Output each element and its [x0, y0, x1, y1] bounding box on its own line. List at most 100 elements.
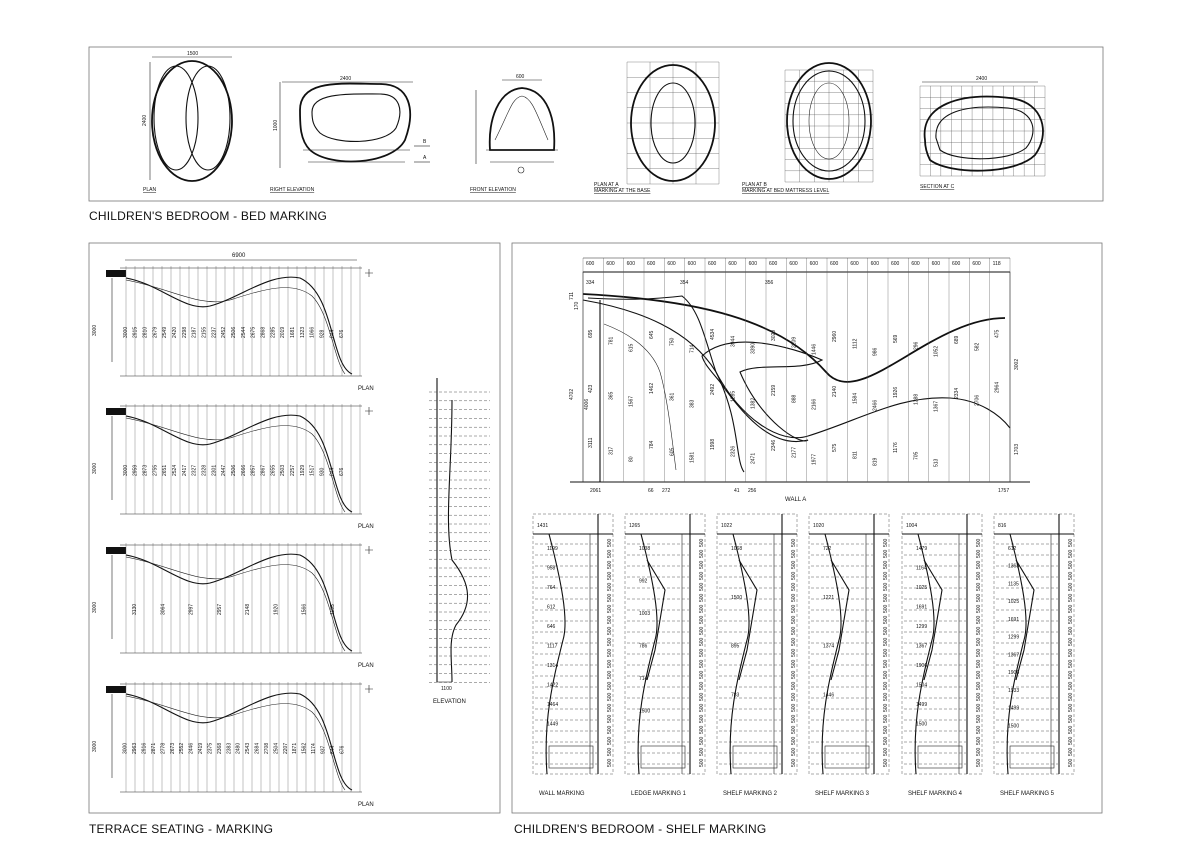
shelf-grid-dim: 500	[607, 538, 613, 547]
terrace-reading: 2997	[189, 604, 195, 615]
shelf-grid-dim: 500	[607, 714, 613, 723]
shelf-reading: 612	[547, 605, 556, 611]
shelf-grid-dim: 500	[699, 659, 705, 668]
wall-reading: 645	[649, 330, 655, 339]
shelf-grid-dim: 500	[699, 549, 705, 558]
shelf-grid-dim: 500	[699, 615, 705, 624]
shelf-grid-dim: 500	[699, 582, 705, 591]
terrace-reading: 2187	[192, 327, 198, 338]
terrace-overall-dim: 6900	[232, 253, 246, 259]
wall-reading: 2334	[954, 388, 960, 399]
shelf-grid-dim: 500	[607, 582, 613, 591]
shelf-base-block	[824, 745, 870, 769]
wall-reading: 1926	[893, 387, 899, 398]
shelf-reading: 722	[823, 546, 832, 552]
shelf-grid-dim: 500	[607, 725, 613, 734]
terrace-reading: 2417	[182, 465, 188, 476]
shelf-grid-dim: 500	[607, 681, 613, 690]
terrace-reading: 2673	[170, 743, 176, 754]
shelf-grid-dim: 500	[883, 637, 889, 646]
shelf-grid-dim: 500	[791, 615, 797, 624]
shelf-top-reading: 1431	[537, 523, 548, 529]
terrace-reading: 937	[320, 745, 326, 754]
shelf-grid-dim: 500	[791, 549, 797, 558]
bed-front-elevation-view: 600 FRONT ELEVATION	[470, 74, 558, 193]
shelf-section-title: CHILDREN'S BEDROOM - SHELF MARKING	[514, 822, 766, 836]
shelf-grid-dim: 500	[791, 747, 797, 756]
wall-top-mark: 334	[586, 280, 595, 286]
terrace-reading: 2868	[260, 327, 266, 338]
shelf-grid-dim: 500	[976, 681, 982, 690]
shelf-grid-dim: 500	[791, 714, 797, 723]
shelf-ledge-profile	[923, 559, 943, 681]
shelf-reading: 1221	[823, 595, 834, 601]
shelf-grid-dim: 500	[1068, 560, 1074, 569]
wall-top-dim: 600	[810, 261, 819, 267]
terrace-elevation-label: ELEVATION	[433, 699, 466, 705]
shelf-grid-dim: 500	[791, 758, 797, 767]
terrace-reading: 2549	[162, 327, 168, 338]
shelf-reading: 1500	[639, 709, 650, 715]
shelf-grid-dim: 500	[607, 626, 613, 635]
shelf-grid-dim: 500	[883, 659, 889, 668]
shelf-grid-dim: 500	[607, 670, 613, 679]
shelf-grid-dim: 500	[699, 725, 705, 734]
wall-reading: 781	[608, 336, 614, 345]
shelf-grid-dim: 500	[1068, 604, 1074, 613]
wall-reading: 582	[974, 342, 980, 351]
wall-reading: 1446	[812, 344, 818, 355]
wall-reading: 1462	[649, 383, 655, 394]
wall-reading: 2706	[974, 395, 980, 406]
shelf-reading: 958	[547, 566, 556, 572]
wall-top-dim: 600	[749, 261, 758, 267]
wall-reading: 615	[629, 343, 635, 352]
terrace-reading: 2375	[207, 743, 213, 754]
shelf-grid-dim: 500	[1068, 736, 1074, 745]
bed-plan-a-caption: PLAN AT A	[594, 182, 619, 188]
terrace-reading: 1871	[292, 743, 298, 754]
wall-top-dim: 600	[586, 261, 595, 267]
terrace-reading: 2506	[231, 465, 237, 476]
shelf-grid-dim: 500	[1068, 747, 1074, 756]
wall-bottom-mark: 272	[662, 488, 671, 494]
shelf-grid-dim: 500	[699, 560, 705, 569]
wall-bottom-mark: 41	[734, 488, 740, 494]
shelf-base-block	[917, 745, 963, 769]
bed-plan-b-caption: PLAN AT B	[742, 182, 767, 188]
shelf-label: SHELF MARKING 3	[815, 791, 870, 797]
shelf-grid-dim: 500	[1068, 692, 1074, 701]
shelf-grid-dim: 500	[976, 725, 982, 734]
shelf-grid-dim: 500	[976, 538, 982, 547]
shelf-grid-dim: 500	[699, 758, 705, 767]
shelf-reading: 1299	[916, 624, 927, 630]
terrace-reading: 2524	[172, 465, 178, 476]
shelf-grid-dim: 500	[699, 637, 705, 646]
terrace-reading: 2857	[251, 465, 257, 476]
shelf-reading: 1500	[1008, 723, 1019, 729]
wall-reading: 296	[913, 341, 919, 350]
wall-reading: 365	[608, 391, 614, 400]
shelf-reading: 1199	[547, 546, 558, 552]
shelf-grid-dim: 500	[791, 736, 797, 745]
terrace-height-dim: 3000	[92, 325, 98, 336]
shelf-grid-dim: 500	[883, 582, 889, 591]
wall-top-dim: 600	[972, 261, 981, 267]
shelf-grid-dim: 500	[791, 571, 797, 580]
shelf-grid-dim: 500	[1068, 725, 1074, 734]
bed-plan-width-dim: 1500	[187, 51, 198, 57]
bed-plan-a-subcaption: MARKING AT THE BASE	[594, 188, 651, 194]
wall-top-dim: 600	[688, 261, 697, 267]
wall-reading: 361	[669, 392, 675, 401]
shelf-top-reading: 1004	[906, 523, 917, 529]
terrace-reading: 844	[329, 467, 335, 476]
shelf-grid-dim: 500	[607, 692, 613, 701]
terrace-anchor-block	[106, 547, 126, 554]
shelf-grid-dim: 500	[791, 637, 797, 646]
terrace-reading: 1566	[302, 604, 308, 615]
wall-reading: 3020	[771, 330, 777, 341]
shelf-reading: 1367	[916, 644, 927, 650]
terrace-curve-inner	[125, 556, 346, 652]
